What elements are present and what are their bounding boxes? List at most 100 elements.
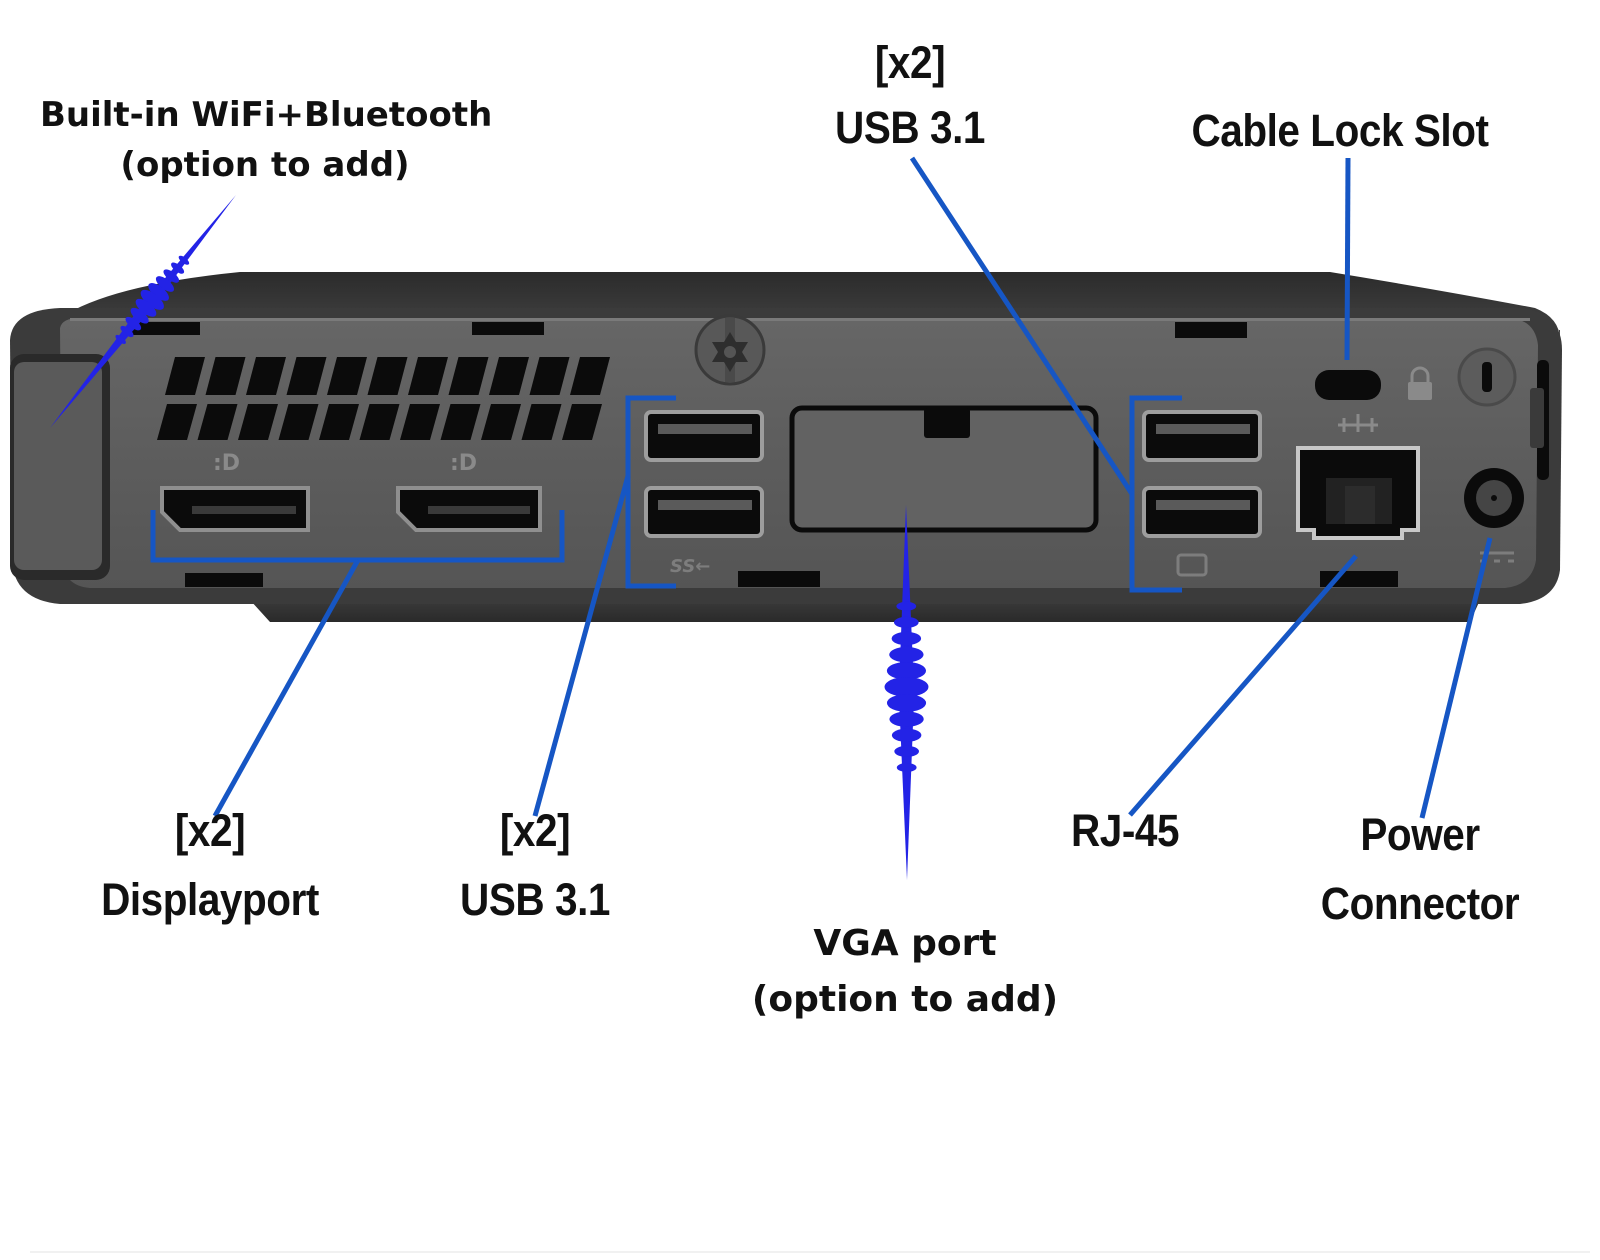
ventilation-grille bbox=[157, 357, 610, 440]
label-usb-left: [x2] USB 3.1 bbox=[432, 808, 639, 922]
dc-power-jack bbox=[1464, 468, 1524, 563]
usb-right-leader bbox=[909, 156, 1135, 496]
pointer-bead bbox=[889, 646, 924, 663]
cable-lock-leader bbox=[1344, 157, 1351, 361]
vent-slot bbox=[448, 357, 489, 395]
leader-lines bbox=[150, 156, 1493, 819]
label-power-line1: Power bbox=[1360, 809, 1480, 860]
vent-slot bbox=[367, 357, 408, 395]
label-usb-left-name: USB 3.1 bbox=[460, 874, 610, 925]
usb-superspeed-icon: SS← bbox=[670, 556, 710, 577]
vent-slot bbox=[278, 404, 319, 440]
pointer-bead bbox=[886, 661, 927, 680]
padlock-loop bbox=[1457, 347, 1517, 407]
vent-slot bbox=[205, 357, 246, 395]
label-vga-line1: VGA port bbox=[813, 923, 997, 964]
pointer-bead bbox=[125, 316, 142, 331]
wifi-optional-pointer bbox=[50, 195, 236, 428]
vent-slot bbox=[400, 404, 440, 440]
label-usb-left-count: [x2] bbox=[499, 805, 571, 856]
rj45-leader bbox=[1128, 554, 1358, 817]
label-power-connector: Power Connector bbox=[1294, 812, 1546, 926]
vent-slot bbox=[319, 404, 359, 440]
vent-slot bbox=[529, 357, 570, 395]
pointer-bead bbox=[893, 616, 919, 628]
vent-slot bbox=[440, 404, 481, 440]
pointer-bead bbox=[171, 262, 185, 274]
pointer-bead bbox=[130, 307, 149, 324]
label-displayport-name: Displayport bbox=[101, 874, 319, 925]
label-rj45-name: RJ-45 bbox=[1070, 805, 1180, 856]
displayport-1: :D bbox=[160, 451, 310, 532]
side-latch bbox=[1530, 360, 1549, 480]
pointer-bead bbox=[894, 745, 919, 757]
usb-charge-icon bbox=[1176, 553, 1208, 577]
displayport-leader bbox=[212, 558, 361, 818]
label-cable-lock: Cable Lock Slot bbox=[1169, 108, 1511, 153]
vent-slot bbox=[327, 357, 367, 395]
pointer-bead bbox=[115, 334, 126, 344]
displayport-icon: :D bbox=[450, 451, 477, 476]
top-edge-highlight bbox=[70, 318, 1530, 321]
thumb-screw bbox=[694, 314, 766, 386]
usb-left-leader bbox=[532, 475, 631, 817]
vent-slot bbox=[238, 404, 278, 440]
displayport-icon: :D bbox=[213, 451, 240, 476]
cable-lock-slot bbox=[1315, 370, 1381, 400]
pointer-bead bbox=[896, 763, 917, 772]
label-usb-right: [x2] USB 3.1 bbox=[802, 40, 1018, 150]
label-displayport: [x2] Displayport bbox=[75, 808, 345, 922]
label-vga-line2: (option to add) bbox=[751, 979, 1059, 1020]
flex-io-cover bbox=[789, 405, 1099, 533]
padlock-icon bbox=[1408, 366, 1432, 400]
pointer-bead bbox=[155, 276, 175, 292]
label-vga-port: VGA port (option to add) bbox=[740, 926, 1070, 1018]
usb-port bbox=[644, 410, 764, 462]
network-icon bbox=[1338, 414, 1378, 432]
label-rj45: RJ-45 bbox=[1049, 808, 1202, 853]
vent-slot bbox=[489, 357, 529, 395]
usb-port bbox=[1142, 486, 1262, 538]
usb-left-bracket bbox=[625, 395, 676, 589]
vent-slot bbox=[246, 357, 286, 395]
vent-slot bbox=[481, 404, 521, 440]
label-power-line2: Connector bbox=[1320, 878, 1520, 929]
power-leader bbox=[1419, 537, 1493, 819]
vent-slot bbox=[165, 357, 205, 395]
vent-slot bbox=[359, 404, 400, 440]
pointer-bead bbox=[891, 728, 922, 742]
rj45-port bbox=[1296, 414, 1420, 540]
vent-slot bbox=[521, 404, 562, 440]
vent-slot bbox=[286, 357, 327, 395]
label-displayport-count: [x2] bbox=[174, 805, 246, 856]
displayport-pair: :D :D bbox=[160, 451, 542, 532]
pointer-bead bbox=[135, 298, 157, 317]
usb-port bbox=[644, 486, 764, 538]
vent-slot bbox=[408, 357, 448, 395]
vent-slots-top bbox=[132, 322, 1247, 338]
label-wifi-bluetooth: Built-in WiFi+Bluetooth (option to add) bbox=[40, 95, 493, 185]
pointer-bead bbox=[886, 694, 927, 712]
usb-port bbox=[1142, 410, 1262, 462]
wifi-antenna-cover bbox=[10, 354, 110, 580]
pointer-bead bbox=[163, 269, 180, 283]
pointer-bead bbox=[891, 631, 922, 646]
bottom-divider bbox=[30, 1251, 1590, 1253]
pointer-bead bbox=[120, 325, 134, 338]
label-wifi-line1: Built-in WiFi+Bluetooth bbox=[40, 95, 493, 135]
label-cable-lock-name: Cable Lock Slot bbox=[1191, 105, 1489, 156]
usb-pair-right bbox=[1142, 410, 1262, 577]
pointer-bead bbox=[148, 283, 169, 301]
vent-slot bbox=[157, 404, 197, 440]
label-wifi-line2: (option to add) bbox=[120, 145, 410, 185]
pointer-bead bbox=[896, 601, 917, 611]
vga-optional-pointer bbox=[884, 505, 929, 880]
usb-pair-left: SS← bbox=[644, 410, 764, 577]
vent-slot bbox=[570, 357, 610, 395]
pointer-bead bbox=[178, 255, 190, 265]
pointer-bead bbox=[884, 676, 929, 697]
chassis-foot bbox=[250, 600, 1480, 622]
displayport-2: :D bbox=[396, 451, 542, 532]
vent-slot bbox=[197, 404, 238, 440]
